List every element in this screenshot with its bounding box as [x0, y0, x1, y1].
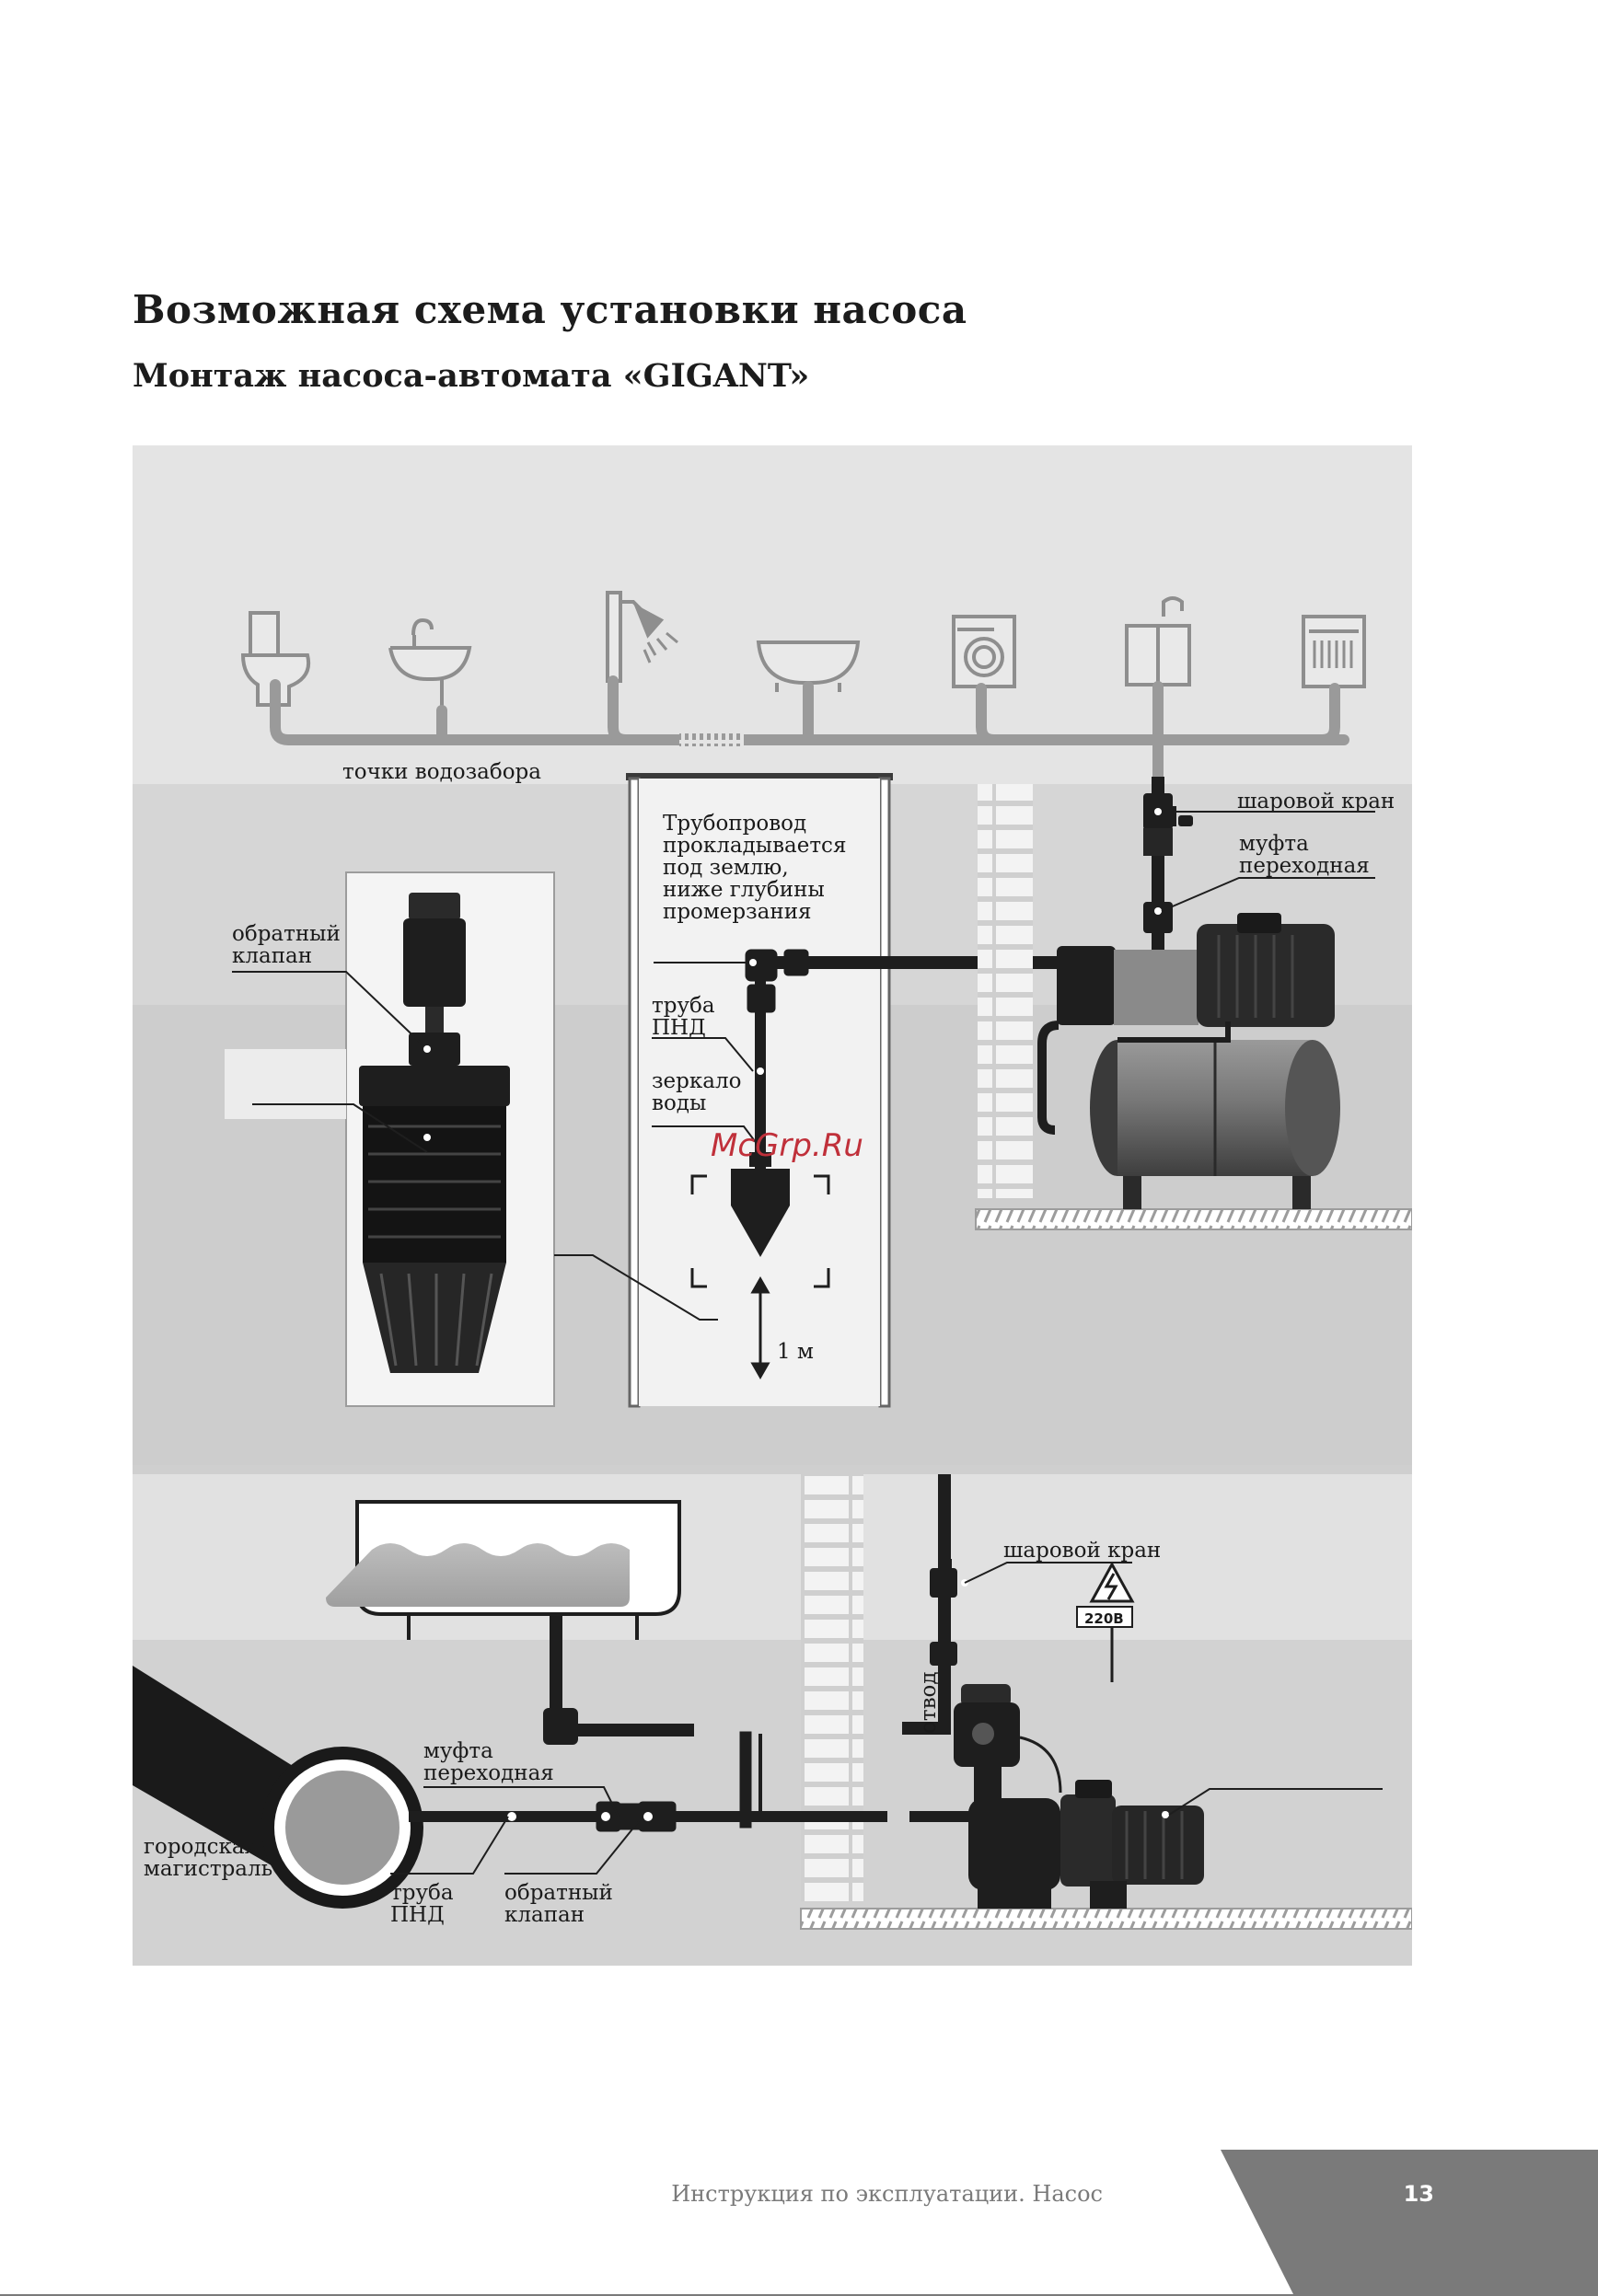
page-subtitle: Монтаж насоса-автомата «GIGANT» — [133, 357, 810, 395]
page-title: Возможная схема установки насоса — [133, 287, 967, 332]
upper-check-valve-label: обратный клапан — [232, 922, 347, 968]
storage-tank — [326, 1500, 694, 1745]
water-level-label: зеркало воды — [652, 1069, 748, 1115]
lower-pump — [902, 1474, 1204, 1909]
lower-pipe-pnd-label: труба ПНД — [390, 1881, 460, 1927]
page-number: 13 — [1403, 2181, 1434, 2207]
upper-coupling-label: муфта переходная — [1239, 832, 1370, 878]
fixtures-row — [240, 591, 1366, 712]
lower-floor — [800, 1908, 1412, 1930]
water-points-label: точки водозабора — [342, 760, 541, 784]
distribution-pipe — [270, 675, 1349, 782]
upper-ball-valve-label: шаровой кран — [1237, 790, 1395, 813]
lower-coupling-label: муфта переходная — [423, 1739, 554, 1785]
upper-floor — [975, 1208, 1412, 1230]
lower-brick-wall — [801, 1474, 863, 1901]
washing-machine-icon — [952, 615, 1016, 688]
pipeline-note: Трубопровод прокладывается под землю, ни… — [663, 812, 853, 924]
depth-label: 1 м — [777, 1340, 814, 1364]
lower-check-valve-label: обратный клапан — [504, 1881, 620, 1927]
kitchen-sink-icon — [1125, 596, 1191, 686]
dishwasher-icon — [1302, 615, 1366, 688]
footer: Инструкция по эксплуатации. Насос 13 — [0, 2150, 1598, 2296]
watermark: McGrp.Ru — [711, 1127, 863, 1164]
depth-arrow — [750, 1275, 770, 1380]
strainer-brackets — [690, 1174, 830, 1288]
upper-room-wall — [133, 445, 1412, 784]
upper-brick-wall — [978, 784, 1033, 1198]
installation-diagram: точки водозабора Трубопровод прокладывае… — [133, 445, 1412, 1966]
check-valve-inset — [225, 871, 555, 1407]
upper-pipe-pnd-label: труба ПНД — [652, 994, 722, 1040]
shower-icon — [606, 591, 678, 683]
well-strainer — [731, 1152, 790, 1257]
footer-band — [0, 2150, 1598, 2296]
city-main-pipe — [133, 1666, 423, 1909]
lower-ball-valve-label: шаровой кран — [1003, 1539, 1161, 1563]
branch-label: отвод — [917, 1671, 941, 1734]
voltage-warning-icon — [1076, 1561, 1135, 1682]
footer-text: Инструкция по эксплуатации. Насос — [671, 2181, 1103, 2207]
voltage-label: 220В — [1084, 1610, 1124, 1627]
city-main-label: городская магистраль — [144, 1835, 272, 1881]
upper-pump-station — [1037, 777, 1340, 1209]
lower-room-wall — [133, 1474, 1412, 1640]
